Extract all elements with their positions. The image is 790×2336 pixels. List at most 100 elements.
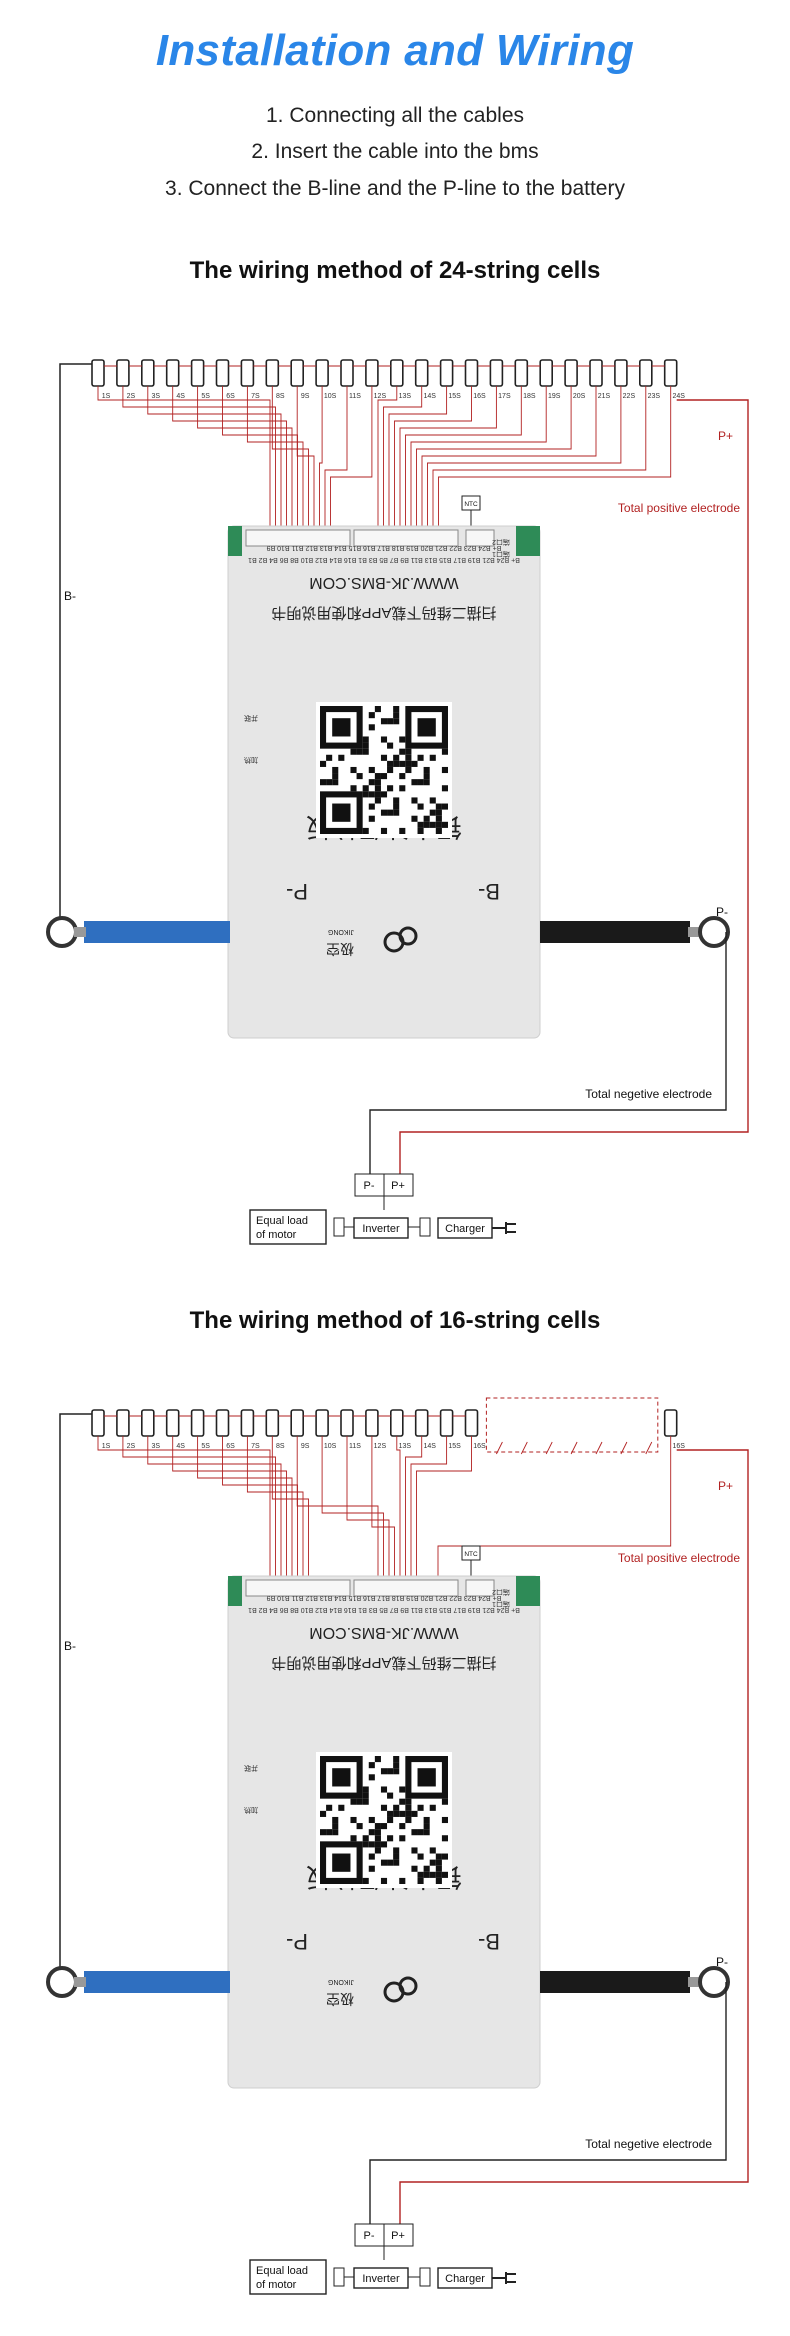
qr-module xyxy=(411,1829,418,1836)
qr-module xyxy=(380,791,388,798)
qr-module xyxy=(380,1804,388,1811)
brand-cn: 极空 xyxy=(326,1991,354,2007)
brand-cn: 极空 xyxy=(326,941,354,957)
cell-label: 8S xyxy=(276,1443,285,1450)
qr-module xyxy=(380,1823,388,1830)
qr-module xyxy=(429,1804,436,1811)
battery-cell xyxy=(165,359,180,387)
qr-module xyxy=(417,1871,424,1878)
qr-module xyxy=(441,748,448,755)
cell-label: 5S xyxy=(201,1443,210,1450)
qr-module xyxy=(374,1756,381,1763)
cell-label: 1S xyxy=(102,1443,111,1450)
inverter-box xyxy=(353,2267,409,2289)
qr-module xyxy=(399,1810,406,1817)
inverter-label: Inverter xyxy=(362,1223,400,1235)
battery-cell xyxy=(215,359,230,387)
qr-module xyxy=(411,779,418,786)
qr-module xyxy=(405,748,412,755)
qr-module xyxy=(435,1877,442,1884)
unused-wire-tick xyxy=(570,1441,578,1455)
qr-module xyxy=(405,1810,412,1817)
brand-logo xyxy=(398,926,418,946)
qr-module xyxy=(399,773,406,780)
balance-wire xyxy=(324,386,348,548)
unused-cells-box xyxy=(485,1397,659,1453)
cell-label: 14S xyxy=(423,1443,436,1450)
total-negative-label: Total negetive electrode xyxy=(585,1087,712,1101)
balance-wire xyxy=(197,386,293,548)
equal-load-box xyxy=(249,1209,327,1245)
step-3: 3. Connect the B-line and the P-line to … xyxy=(165,177,625,200)
qr-module xyxy=(374,785,381,792)
qr-module xyxy=(362,791,369,798)
total-positive-lead xyxy=(399,1449,749,2224)
balance-wire xyxy=(271,1436,309,1598)
cell-label: 3S xyxy=(152,393,161,400)
qr-module xyxy=(368,1853,375,1860)
qr-module xyxy=(387,766,394,774)
qr-module xyxy=(423,1871,430,1878)
b-minus-ferrule xyxy=(74,927,86,937)
balance-wire xyxy=(346,1436,390,1598)
qr-module xyxy=(362,748,369,755)
battery-cell xyxy=(215,1409,230,1437)
heating-label: 加热 xyxy=(244,1806,258,1815)
qr-module xyxy=(387,1810,394,1817)
qr-finder xyxy=(332,1853,351,1872)
balance-wire xyxy=(172,1436,287,1598)
qr-module xyxy=(387,718,394,725)
qr-module xyxy=(399,1798,406,1805)
qr-module xyxy=(362,742,369,749)
qr-module xyxy=(320,760,327,767)
power-plug-icon xyxy=(492,2272,516,2284)
pin-row-2: B+ B24 B23 B22 B21 B20 B19 B18 B17 B16 B… xyxy=(267,1594,502,1601)
total-negative-lead xyxy=(369,932,727,1174)
terminal-p-plus: P+ xyxy=(391,2230,405,2242)
qr-module xyxy=(362,736,369,743)
diagram-1-title: The wiring method of 24-string cells xyxy=(189,257,601,284)
qr-module xyxy=(441,1871,448,1878)
qr-module xyxy=(368,766,375,774)
battery-cell xyxy=(663,359,678,387)
cell-label: 12S xyxy=(374,393,387,400)
qr-module xyxy=(338,754,345,761)
charger-label: Charger xyxy=(445,2273,485,2285)
brand-logo xyxy=(398,1976,418,1996)
qr-module xyxy=(332,1829,339,1836)
ntc-connector xyxy=(465,529,495,547)
qr-module xyxy=(405,1816,412,1824)
load-connector xyxy=(333,1217,345,1237)
equal-load-line1: Equal load xyxy=(256,2265,308,2277)
battery-cell xyxy=(489,359,504,387)
b-minus-cable xyxy=(84,1971,230,1993)
cell-label: 15S xyxy=(448,1443,461,1450)
pin-row-1: B+ B24 B21 B19 B17 B15 B13 B11 B9 B7 B5 … xyxy=(248,1606,520,1613)
battery-cell xyxy=(638,359,653,387)
qr-module xyxy=(399,785,406,792)
qr-module xyxy=(356,1798,363,1805)
balance-wire xyxy=(246,386,304,548)
qr-module xyxy=(411,1865,418,1872)
qr-module xyxy=(393,1756,400,1763)
qr-module xyxy=(350,785,357,792)
qr-module xyxy=(435,1865,442,1872)
battery-cell xyxy=(165,1409,180,1437)
port1-label: 端口1 xyxy=(492,550,510,559)
ntc-label: NTC xyxy=(464,1551,478,1558)
qr-module xyxy=(332,1816,339,1824)
qr-module xyxy=(393,803,400,810)
cell-label: 10S xyxy=(324,393,337,400)
qr-module xyxy=(326,1804,333,1811)
balance-wire xyxy=(421,386,597,548)
qr-module xyxy=(350,1798,357,1805)
qr-module xyxy=(368,791,375,798)
qr-module xyxy=(417,1829,424,1836)
b-minus-label: B- xyxy=(64,1639,76,1653)
qr-module xyxy=(429,1847,436,1854)
qr-module xyxy=(417,1804,424,1811)
qr-module xyxy=(380,773,388,780)
qr-module xyxy=(399,760,406,767)
battery-cell xyxy=(514,359,529,387)
board-scan-text: 扫描二维码下载APP和使用说明书 xyxy=(271,1654,496,1671)
